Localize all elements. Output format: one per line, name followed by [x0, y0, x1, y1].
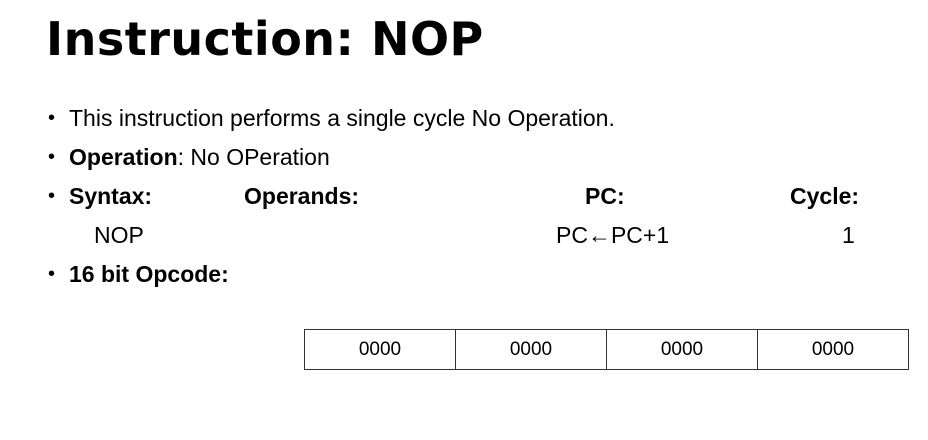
- opcode-row: 0000 0000 0000 0000: [304, 329, 909, 370]
- slide-title: Instruction: NOP: [46, 12, 484, 66]
- syntax-label: Syntax:: [69, 183, 153, 209]
- opcode-nibble-1: 0000: [304, 329, 456, 370]
- pc-value: PC←PC+1: [556, 222, 670, 248]
- opcode-nibble-2: 0000: [455, 329, 607, 370]
- opcode-label: 16 bit Opcode:: [69, 261, 229, 287]
- opcode-nibble-3: 0000: [606, 329, 758, 370]
- bullet-dot: •: [48, 263, 56, 285]
- bullet-dot: •: [48, 185, 56, 207]
- operation-value: : No OPeration: [177, 144, 330, 170]
- bullet-dot: •: [48, 107, 56, 129]
- syntax-value: NOP: [94, 222, 144, 248]
- cycle-value: 1: [842, 222, 855, 248]
- operation-line: Operation: No OPeration: [69, 139, 330, 175]
- pc-label: PC:: [585, 183, 625, 209]
- description-text: This instruction performs a single cycle…: [69, 105, 615, 131]
- operation-label: Operation: [69, 144, 178, 170]
- operands-label: Operands:: [244, 183, 360, 209]
- opcode-table: 0000 0000 0000 0000: [304, 329, 909, 370]
- cycle-label: Cycle:: [790, 183, 860, 209]
- bullet-dot: •: [48, 146, 56, 168]
- opcode-nibble-4: 0000: [757, 329, 909, 370]
